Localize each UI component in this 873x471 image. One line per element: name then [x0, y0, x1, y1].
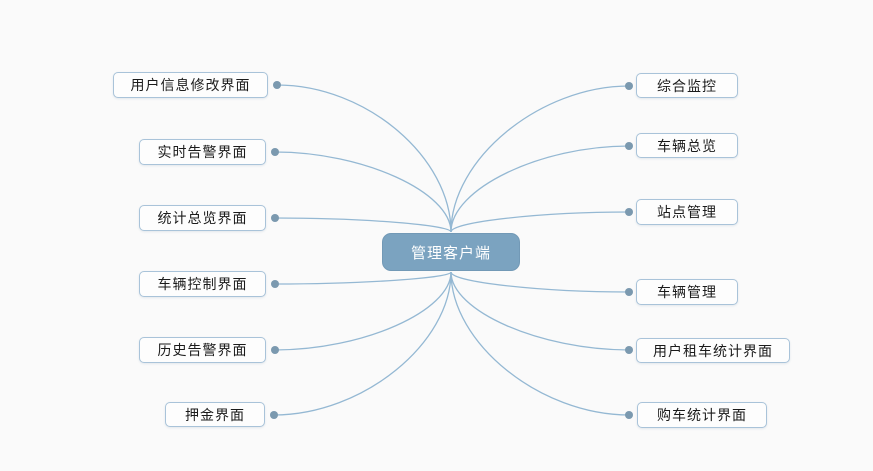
node-purchase-stats-ui[interactable]: 购车统计界面 — [637, 402, 767, 428]
connector-dot — [271, 214, 279, 222]
connector-line — [273, 271, 452, 416]
connector-line — [450, 271, 630, 293]
connector-dot — [271, 148, 279, 156]
node-user-rental-stats-ui[interactable]: 用户租车统计界面 — [636, 338, 790, 363]
connector-line — [274, 271, 452, 351]
connector-line — [274, 217, 452, 233]
connector-line — [274, 151, 452, 233]
node-deposit-ui[interactable]: 押金界面 — [165, 402, 265, 427]
connector-line — [450, 145, 630, 233]
node-vehicle-control-ui[interactable]: 车辆控制界面 — [139, 271, 266, 297]
connector-dot — [625, 346, 633, 354]
connector-dot — [625, 411, 633, 419]
node-vehicle-management[interactable]: 车辆管理 — [636, 279, 738, 305]
node-user-info-edit-ui[interactable]: 用户信息修改界面 — [113, 72, 268, 98]
connector-line — [450, 211, 630, 233]
connector-line — [274, 271, 452, 285]
connector-dot — [271, 280, 279, 288]
connector-line — [276, 84, 452, 233]
node-vehicle-overview[interactable]: 车辆总览 — [636, 133, 738, 158]
node-station-management[interactable]: 站点管理 — [636, 199, 738, 225]
node-management-client[interactable]: 管理客户端 — [382, 233, 520, 271]
node-stats-overview-ui[interactable]: 统计总览界面 — [139, 205, 266, 231]
connector-dot — [270, 411, 278, 419]
connector-line — [450, 271, 630, 416]
connector-dot — [625, 288, 633, 296]
connector-dot — [273, 81, 281, 89]
node-realtime-alarm-ui[interactable]: 实时告警界面 — [139, 139, 266, 165]
connector-dot — [625, 142, 633, 150]
node-comprehensive-monitoring[interactable]: 综合监控 — [636, 73, 738, 98]
connector-line — [450, 271, 630, 351]
connector-line — [450, 85, 630, 233]
node-history-alarm-ui[interactable]: 历史告警界面 — [139, 337, 266, 363]
connector-dot — [271, 346, 279, 354]
connector-dot — [625, 82, 633, 90]
connector-dot — [625, 208, 633, 216]
